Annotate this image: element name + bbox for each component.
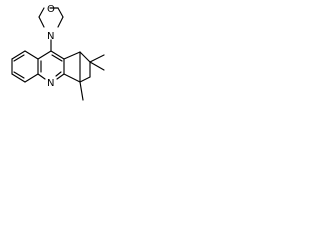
pyridine-ring — [37, 50, 65, 80]
bond-mid-6 — [37, 50, 52, 60]
bond-methyl-1 — [89, 54, 105, 63]
bond-benz-5 — [24, 73, 39, 83]
ring-nitrogen-label: N — [47, 78, 54, 89]
methyl-groups — [79, 54, 105, 101]
bond-bicyc-2 — [79, 51, 91, 63]
bond-mid-3 — [56, 73, 65, 80]
bond-mid-4 — [37, 73, 46, 80]
bond-benz-2-inner — [13, 54, 25, 62]
bond-methyl-3 — [79, 81, 84, 101]
bond-morph-5 — [38, 7, 45, 18]
morpholine-oxygen-label: O — [47, 4, 55, 15]
bond-morph-2 — [57, 7, 64, 18]
bond-benz-4 — [11, 73, 26, 83]
bond-benz-1 — [24, 50, 39, 60]
bond-mid-1-inner — [51, 54, 63, 62]
bond-morph-4 — [38, 16, 45, 28]
bond-bicyc-4 — [79, 76, 91, 83]
molecule-canvas: O N N — [0, 0, 117, 121]
chemical-structure-diagram: O N N — [11, 4, 105, 101]
bond-mid-3-inner — [55, 71, 62, 77]
bond-benz-2 — [11, 50, 26, 60]
bond-bicyc-1 — [63, 51, 81, 60]
morpholine-nitrogen-label: N — [47, 31, 54, 42]
benzene-ring — [11, 50, 39, 83]
bicyclic-ring — [63, 51, 91, 83]
bond-morph-3 — [57, 16, 64, 28]
bond-benz-4-inner — [13, 71, 25, 79]
morpholine-ring — [38, 7, 64, 28]
bond-bicyc-5 — [63, 73, 81, 83]
bond-methyl-2 — [89, 61, 105, 71]
bond-mid-1 — [50, 50, 65, 60]
